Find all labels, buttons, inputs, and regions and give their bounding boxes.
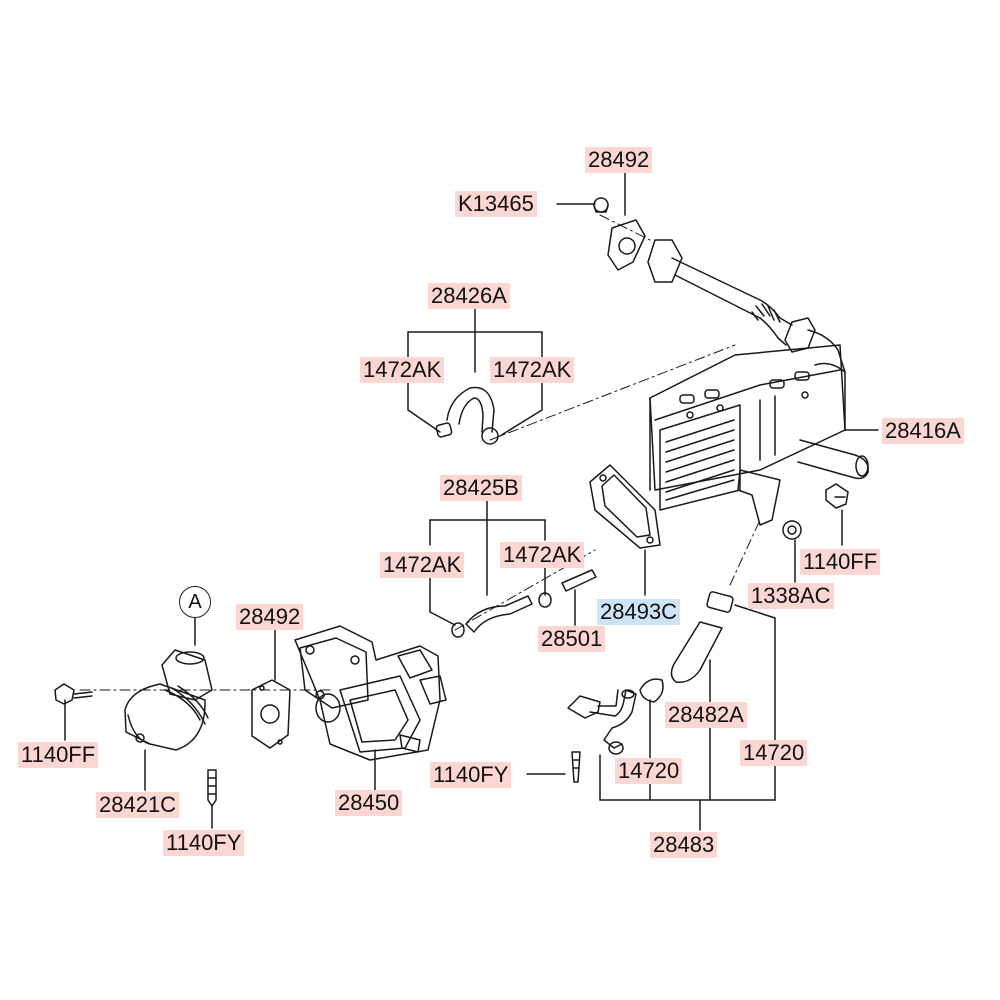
part-label-28425b[interactable]: 28425B	[440, 475, 522, 501]
bolt-1140ff-right	[825, 483, 849, 509]
nut-1338ac	[782, 520, 802, 540]
part-label-1472ak-2[interactable]: 1472AK	[490, 357, 575, 383]
dowel-28501	[561, 569, 597, 592]
part-label-1140fy-bottom[interactable]: 1140FY	[163, 830, 245, 856]
egr-pipe-assembly	[593, 197, 846, 373]
part-label-1472ak-4[interactable]: 1472AK	[500, 542, 585, 568]
elbow-28421c	[124, 649, 213, 751]
egr-valve-28450	[294, 625, 447, 761]
part-label-28416a[interactable]: 28416A	[882, 418, 964, 444]
part-label-28482a[interactable]: 28482A	[665, 702, 747, 728]
part-label-28426a[interactable]: 28426A	[428, 283, 510, 309]
part-label-k13465[interactable]: K13465	[455, 191, 537, 217]
bolt-1140ff-left	[54, 683, 93, 705]
bolt-1140fy-bottom	[207, 769, 217, 807]
part-label-1472ak-3[interactable]: 1472AK	[380, 552, 465, 578]
part-label-1140ff-right[interactable]: 1140FF	[800, 549, 881, 575]
part-label-28501[interactable]: 28501	[538, 626, 606, 652]
hose-28425b	[451, 592, 552, 638]
part-label-28492-mid[interactable]: 28492	[236, 604, 304, 630]
part-label-14720-b[interactable]: 14720	[740, 740, 808, 766]
part-label-28421c[interactable]: 28421C	[96, 792, 180, 818]
gasket-28492-mid	[251, 679, 291, 749]
part-label-1338ac[interactable]: 1338AC	[748, 583, 834, 609]
part-label-14720-a[interactable]: 14720	[615, 758, 683, 784]
part-label-28493c[interactable]: 28493C	[597, 599, 681, 625]
callout-a: A	[179, 586, 211, 618]
part-label-28450[interactable]: 28450	[335, 790, 403, 816]
part-label-1140ff-left[interactable]: 1140FF	[18, 742, 99, 768]
hose-28426a	[435, 386, 499, 445]
gasket-28493c	[589, 464, 661, 549]
part-label-1472ak-1[interactable]: 1472AK	[360, 357, 445, 383]
pipe-28483	[567, 689, 637, 783]
part-label-28483[interactable]: 28483	[650, 832, 718, 858]
egr-cooler	[649, 344, 869, 526]
part-label-28492-top[interactable]: 28492	[585, 147, 653, 173]
hose-28482a	[639, 591, 734, 703]
part-label-1140fy-mid[interactable]: 1140FY	[430, 762, 512, 788]
leader-lines	[64, 172, 879, 831]
